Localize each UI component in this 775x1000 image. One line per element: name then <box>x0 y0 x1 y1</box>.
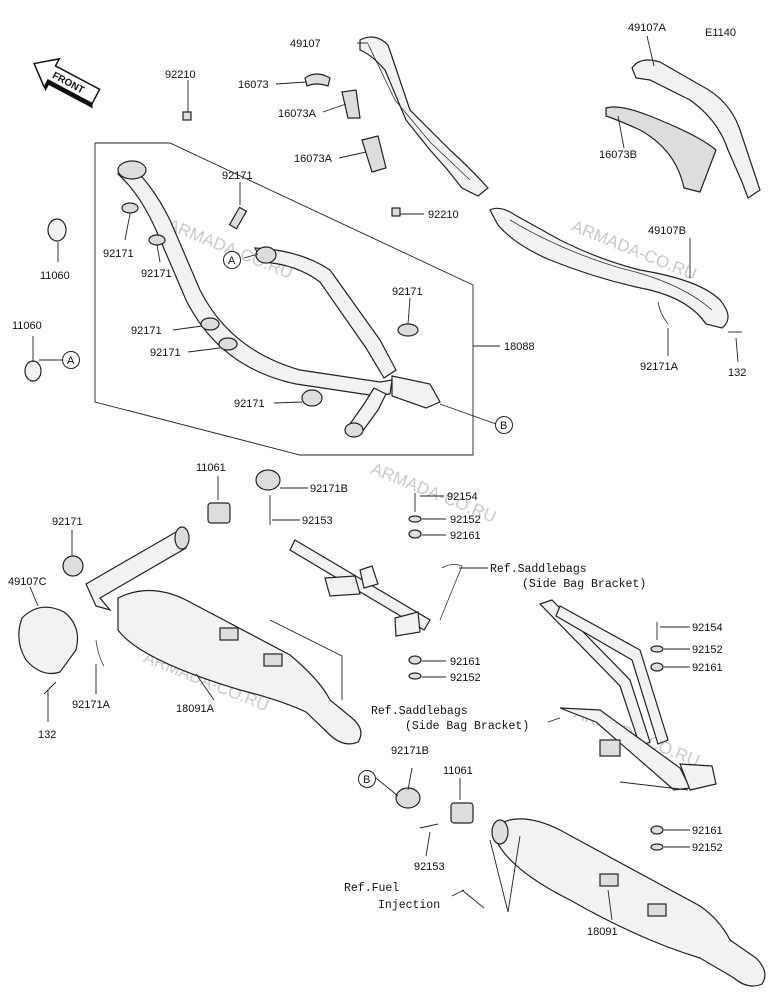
bolt-92153-right <box>419 823 439 829</box>
side-bag-bracket-right <box>538 599 717 791</box>
svg-text:A: A <box>67 355 75 367</box>
ref-side-bag-bracket-upper: (Side Bag Bracket) <box>522 578 646 591</box>
strip-16073A-1 <box>341 89 361 119</box>
marker-a-left: A <box>62 351 80 369</box>
label-92154: 92154 <box>447 491 478 503</box>
spacer-92161-mid-top <box>408 529 422 539</box>
ref-saddlebags-lower: Ref.Saddlebags <box>371 705 468 718</box>
label-92171: 92171 <box>222 170 253 182</box>
washer-92152-mid-top <box>408 515 422 523</box>
label-92171: 92171 <box>392 286 423 298</box>
sleeve-11061-left <box>207 502 231 524</box>
exhaust-pipe-18088 <box>117 160 441 438</box>
label-92171: 92171 <box>150 347 181 359</box>
svg-text:A: A <box>228 255 236 267</box>
label-16073A: 16073A <box>294 153 333 165</box>
side-bag-bracket-mid <box>289 539 463 637</box>
label-18091A: 18091A <box>176 703 215 715</box>
washer-92152-right-bot <box>650 843 664 851</box>
heat-guard-49107B <box>489 207 729 329</box>
clamp-92171A-right <box>657 301 669 325</box>
label-92210: 92210 <box>428 209 459 221</box>
ref-injection: Injection <box>378 899 440 912</box>
label-92161: 92161 <box>450 656 481 668</box>
label-92152: 92152 <box>692 842 723 854</box>
heat-guard-49107 <box>359 36 489 197</box>
part-labels: 49107 16073 16073A 16073A 49107A 16073B … <box>8 22 746 938</box>
spacer-92161-mid-bot <box>408 655 422 665</box>
label-16073: 16073 <box>238 79 269 91</box>
spacer-92161-right-top <box>650 662 664 672</box>
label-132: 132 <box>728 367 746 379</box>
sleeve-11061-right <box>450 802 474 824</box>
clamp-92171B-right <box>395 787 421 809</box>
gasket-11060-1 <box>47 218 67 242</box>
label-92153: 92153 <box>414 861 445 873</box>
label-18091: 18091 <box>587 926 618 938</box>
leader-lines <box>29 35 739 921</box>
label-92171B: 92171B <box>310 483 348 495</box>
label-11060: 11060 <box>40 270 70 282</box>
clamp-92171B-left <box>255 469 281 491</box>
strip-16073 <box>304 73 331 87</box>
assembly-box-18088 <box>94 142 474 456</box>
bolt-92210-2 <box>391 207 401 217</box>
heat-guard-49107A <box>631 59 761 199</box>
label-92153: 92153 <box>302 515 333 527</box>
label-92161: 92161 <box>692 825 723 837</box>
strip-16073A-2 <box>361 135 387 173</box>
muffler-18091A <box>85 526 362 745</box>
label-18088: 18088 <box>504 341 535 353</box>
label-92171B: 92171B <box>391 745 429 757</box>
spacer-92161-right-bot <box>650 825 664 835</box>
label-49107C: 49107C <box>8 576 47 588</box>
clamp-92171A-left <box>95 639 105 667</box>
label-92152: 92152 <box>692 644 723 656</box>
marker-b-right: B <box>495 416 513 434</box>
label-16073A: 16073A <box>278 108 317 120</box>
label-92152: 92152 <box>450 514 481 526</box>
label-92171: 92171 <box>234 398 265 410</box>
label-11060: 11060 <box>12 320 42 332</box>
label-92171A: 92171A <box>640 361 679 373</box>
label-49107B: 49107B <box>648 225 686 237</box>
label-11061: 11061 <box>196 462 226 474</box>
label-92171: 92171 <box>131 325 162 337</box>
bolt-92210-1 <box>182 111 192 121</box>
screw-132-left <box>43 681 57 695</box>
marker-a-top: A <box>223 251 241 269</box>
label-92171: 92171 <box>141 268 172 280</box>
heat-guard-strip-16073B <box>605 106 717 193</box>
label-132: 132 <box>38 729 56 741</box>
label-92210: 92210 <box>165 69 196 81</box>
svg-text:B: B <box>500 420 507 432</box>
diagram-code: E1140 <box>705 27 736 39</box>
label-92161: 92161 <box>450 530 481 542</box>
label-92152: 92152 <box>450 672 481 684</box>
ref-fuel: Ref.Fuel <box>344 882 399 895</box>
ref-side-bag-bracket-lower: (Side Bag Bracket) <box>405 720 529 733</box>
label-11061: 11061 <box>443 765 473 777</box>
clamps-92171 <box>62 202 419 577</box>
muffler-18091 <box>491 818 766 987</box>
label-16073B: 16073B <box>599 149 637 161</box>
heat-guard-49107C <box>18 606 79 675</box>
label-49107A: 49107A <box>628 22 667 34</box>
label-92171A: 92171A <box>72 699 111 711</box>
label-92171: 92171 <box>103 248 134 260</box>
label-92161: 92161 <box>692 662 723 674</box>
ref-saddlebags-upper: Ref.Saddlebags <box>490 563 587 576</box>
gasket-11060-2 <box>24 360 42 382</box>
svg-text:B: B <box>363 774 370 786</box>
label-92154: 92154 <box>692 622 723 634</box>
sensor-fuel-injection <box>461 889 485 909</box>
washer-92152-right-top <box>650 645 664 653</box>
label-92171: 92171 <box>52 516 83 528</box>
reference-labels: Ref.Saddlebags (Side Bag Bracket) Ref.Sa… <box>344 563 646 912</box>
front-arrow-icon: FRONT <box>33 57 101 109</box>
label-49107: 49107 <box>290 38 321 50</box>
marker-b-bottom: B <box>358 770 376 788</box>
washer-92152-mid-bot <box>408 672 422 680</box>
